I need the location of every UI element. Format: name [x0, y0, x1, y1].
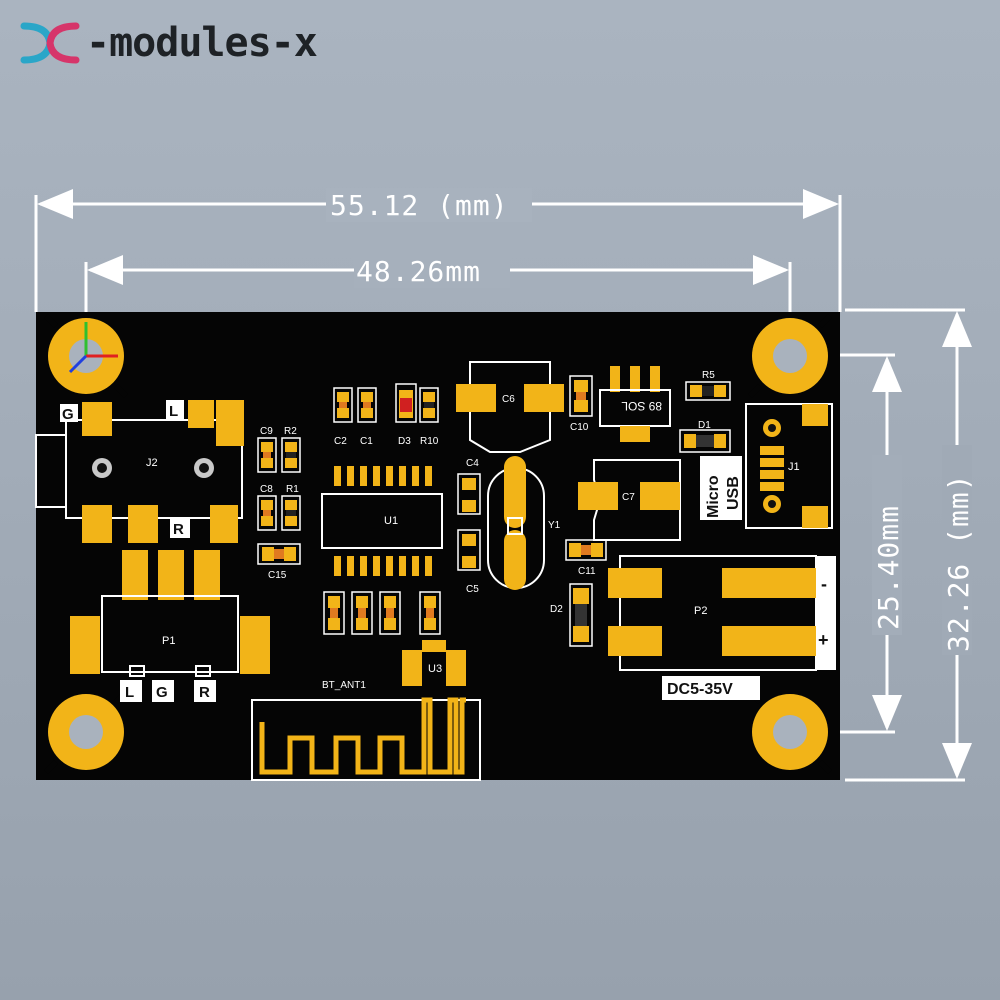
- chip-u1: [321, 466, 443, 576]
- label-r2: R2: [284, 426, 297, 437]
- label-c15: C15: [268, 570, 287, 581]
- label-c9: C9: [260, 426, 273, 437]
- label-p1: P1: [162, 635, 175, 647]
- bluetooth-antenna: [251, 697, 481, 781]
- label-c10: C10: [570, 422, 589, 433]
- audio-jack-j2: [35, 400, 244, 543]
- usb-label-box: [700, 456, 742, 520]
- label-c6: C6: [502, 394, 515, 405]
- label-p2: P2: [694, 605, 707, 617]
- label-j1: J1: [788, 461, 800, 473]
- power-label-box: [662, 676, 760, 700]
- label-bt-ant: BT_ANT1: [322, 680, 366, 691]
- label-j2: J2: [146, 457, 158, 469]
- label-d3: D3: [398, 436, 411, 447]
- passives-bottom: [323, 591, 441, 635]
- label-power: DC5-35V: [667, 681, 733, 698]
- p1-pin-l: L: [125, 684, 134, 701]
- diode-d2: [569, 583, 593, 647]
- power-terminal-p2: [608, 555, 836, 671]
- label-r10: R10: [420, 436, 439, 447]
- label-c11: C11: [578, 566, 596, 577]
- chip-u3: [402, 640, 466, 686]
- label-c1: C1: [360, 436, 373, 447]
- label-r5: R5: [702, 370, 715, 381]
- p1-pin-g: G: [156, 684, 168, 701]
- crystal-y1: [457, 456, 545, 590]
- x-logo-icon: [20, 22, 80, 64]
- label-c2: C2: [334, 436, 347, 447]
- label-c7: C7: [622, 492, 635, 503]
- label-d1: D1: [698, 420, 711, 431]
- capacitor-c10: [569, 375, 593, 417]
- hole-height-label: 25.40mm: [872, 505, 905, 630]
- label-d2: D2: [550, 604, 563, 615]
- capacitor-c6: [456, 361, 564, 453]
- r5-d1: [679, 381, 731, 453]
- label-c5: C5: [466, 584, 479, 595]
- axis-gizmo-icon: [68, 322, 118, 374]
- brand-logo: -modules-x: [20, 18, 318, 68]
- label-l: L: [169, 403, 178, 420]
- label-r: R: [173, 521, 184, 538]
- label-c8: C8: [260, 484, 273, 495]
- outer-width-label: 55.12 (mm): [330, 189, 509, 222]
- capacitor-c11: [565, 539, 607, 561]
- label-y1: Y1: [548, 520, 561, 531]
- label-u1: U1: [384, 515, 398, 527]
- passives-left: [257, 437, 301, 565]
- label-usb: USB: [725, 476, 742, 510]
- label-minus: -: [821, 574, 827, 594]
- label-plus: +: [818, 630, 829, 650]
- label-micro: Micro: [705, 475, 722, 518]
- outer-height-label: 32.26 (mm): [942, 473, 975, 652]
- usb-connector-j1: [745, 403, 833, 529]
- passives-top: [333, 383, 439, 423]
- label-g: G: [62, 406, 74, 423]
- label-c4: C4: [466, 458, 479, 469]
- connector-p1: [70, 550, 270, 677]
- label-r1: R1: [286, 484, 299, 495]
- regulator: [599, 366, 671, 442]
- label-u3: U3: [428, 663, 442, 675]
- p1-pin-r: R: [199, 684, 210, 701]
- brand-name: -modules-x: [86, 20, 318, 66]
- capacitor-c7: [578, 459, 681, 541]
- hole-width-label: 48.26mm: [356, 255, 481, 288]
- label-regulator: 89 SOL: [621, 399, 662, 413]
